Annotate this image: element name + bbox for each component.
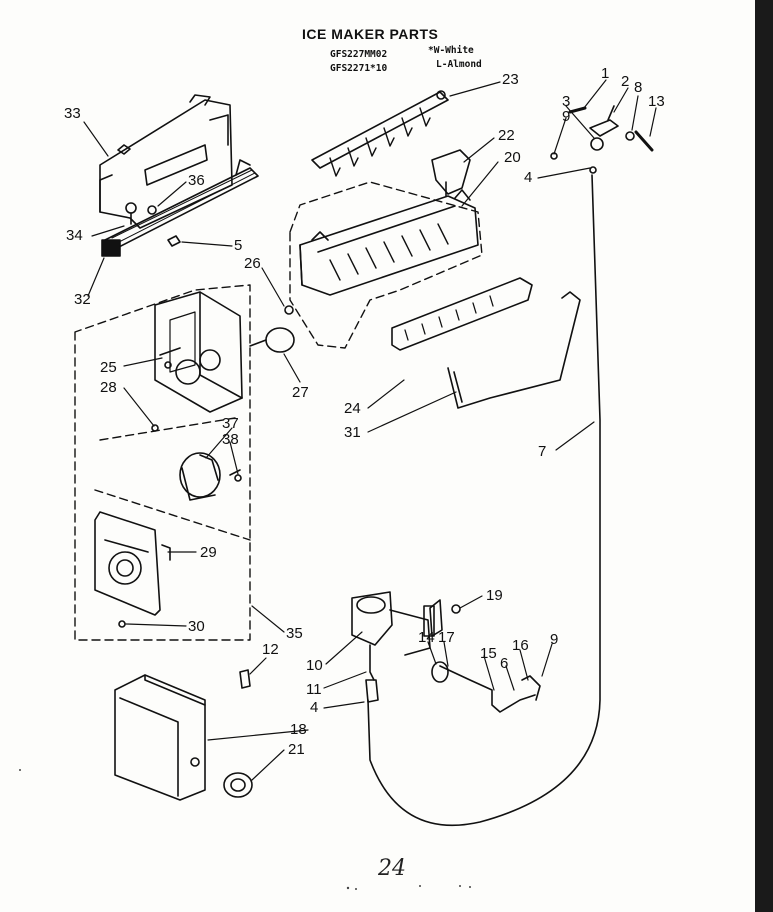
callout-21: 21 bbox=[288, 741, 305, 758]
part-callouts: 1 2 3 9 8 13 23 22 20 4 33 36 34 5 32 26… bbox=[64, 65, 665, 758]
callout-35: 35 bbox=[286, 625, 303, 642]
color-code-white: *W-White bbox=[428, 45, 474, 56]
water-valve-part-10 bbox=[352, 592, 434, 680]
callout-4-bottom: 4 bbox=[310, 699, 318, 716]
callout-19: 19 bbox=[486, 587, 503, 604]
mounting-bracket-part-33 bbox=[100, 95, 232, 228]
callout-16: 16 bbox=[512, 637, 529, 654]
callout-3: 3 bbox=[562, 93, 570, 110]
small-fittings bbox=[240, 670, 378, 702]
callout-31: 31 bbox=[344, 424, 361, 441]
callout-18: 18 bbox=[290, 721, 307, 738]
water-line-part-7 bbox=[368, 175, 600, 825]
callout-23: 23 bbox=[502, 71, 519, 88]
ice-mold-part-20 bbox=[300, 190, 478, 295]
inlet-fittings bbox=[551, 106, 652, 173]
callout-11: 11 bbox=[306, 681, 322, 698]
callout-4-top: 4 bbox=[524, 169, 532, 186]
page-number: 24 bbox=[378, 856, 406, 881]
callout-26: 26 bbox=[244, 255, 261, 272]
callout-32: 32 bbox=[74, 291, 91, 308]
callout-36: 36 bbox=[188, 172, 205, 189]
control-module-part-25 bbox=[155, 292, 242, 412]
bracket-screws bbox=[126, 203, 180, 246]
callout-14: 14 bbox=[418, 629, 435, 646]
callout-17: 17 bbox=[438, 629, 455, 646]
callout-15: 15 bbox=[480, 645, 497, 662]
callout-22: 22 bbox=[498, 127, 515, 144]
model-number-1: GFS227MM02 bbox=[330, 49, 388, 60]
callout-13: 13 bbox=[648, 93, 665, 110]
scan-speckles bbox=[19, 769, 471, 890]
callout-2: 2 bbox=[621, 73, 629, 90]
thermostat-part-27 bbox=[250, 306, 294, 352]
callout-38: 38 bbox=[222, 431, 239, 448]
heater-strip-part-32 bbox=[102, 160, 258, 256]
callout-34: 34 bbox=[66, 227, 83, 244]
housing-part-29 bbox=[95, 512, 170, 615]
callout-30: 30 bbox=[188, 618, 205, 635]
color-code-almond: L-Almond bbox=[436, 59, 482, 70]
callout-9-top: 9 bbox=[562, 108, 570, 125]
callout-5: 5 bbox=[234, 237, 242, 254]
callout-24: 24 bbox=[344, 400, 361, 417]
callout-1: 1 bbox=[601, 65, 609, 82]
dashed-enclosures bbox=[75, 182, 482, 640]
callout-12: 12 bbox=[262, 641, 279, 658]
callout-27: 27 bbox=[292, 384, 309, 401]
callout-10: 10 bbox=[306, 657, 323, 674]
module-assembly-outline bbox=[75, 285, 250, 640]
fill-tube-part-15 bbox=[432, 662, 540, 712]
ejector-part-23 bbox=[312, 91, 448, 176]
model-number-2: GFS2271*10 bbox=[330, 63, 388, 74]
callout-8: 8 bbox=[634, 79, 642, 96]
ice-maker-assembly-outline bbox=[290, 182, 482, 348]
cover-part-18 bbox=[115, 675, 205, 800]
fill-cup-part-22 bbox=[432, 150, 470, 196]
callout-7: 7 bbox=[538, 443, 546, 460]
scan-edge-band bbox=[755, 0, 773, 912]
callout-29: 29 bbox=[200, 544, 217, 561]
motor-part-37 bbox=[180, 453, 240, 500]
callout-28: 28 bbox=[100, 379, 117, 396]
callout-6: 6 bbox=[500, 655, 508, 672]
callout-33: 33 bbox=[64, 105, 81, 122]
shutoff-arm-part-24 bbox=[392, 278, 580, 408]
callout-9-bottom: 9 bbox=[550, 631, 558, 648]
diagram-title: ICE MAKER PARTS bbox=[302, 26, 439, 42]
callout-20: 20 bbox=[504, 149, 521, 166]
callout-37: 37 bbox=[222, 415, 239, 432]
knob-part-21 bbox=[224, 773, 252, 797]
leader-lines bbox=[84, 80, 656, 780]
bracket-part-19 bbox=[430, 600, 460, 636]
callout-25: 25 bbox=[100, 359, 117, 376]
